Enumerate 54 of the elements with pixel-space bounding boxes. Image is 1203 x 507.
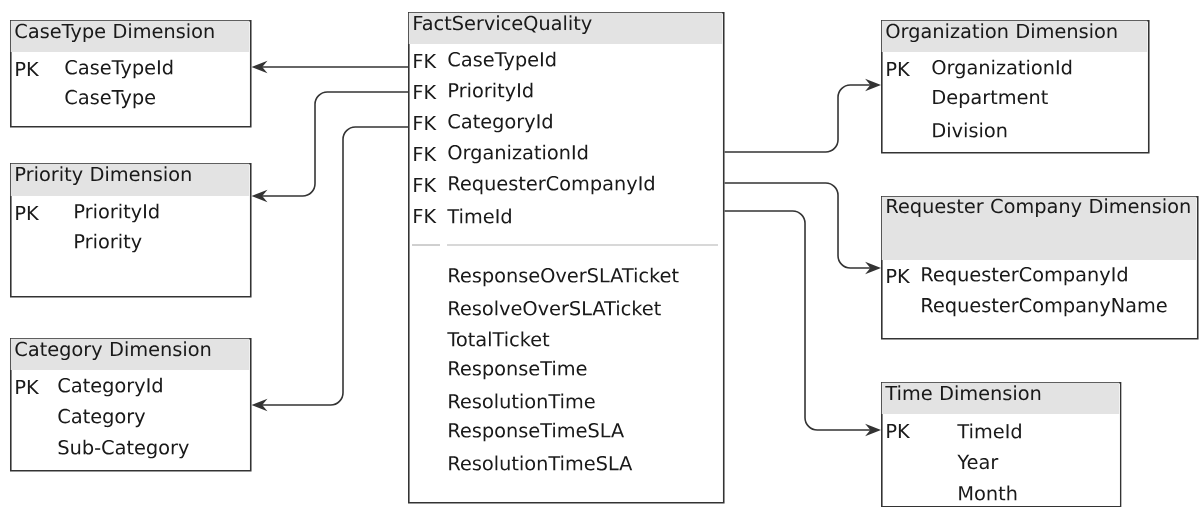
column-name: Division	[933, 122, 1007, 138]
key-label: FK	[414, 84, 437, 100]
column-name: Month	[959, 485, 1017, 501]
key-label: PK	[887, 268, 911, 284]
column-name: TotalTicket	[447, 331, 550, 347]
key-label: PK	[887, 61, 911, 77]
table-box	[10, 20, 252, 128]
column-name: ResponseOverSLATicket	[449, 267, 679, 287]
column-name: RequesterCompanyId	[922, 266, 1127, 286]
column-name: CaseTypeId	[65, 59, 173, 79]
column-name: OrganizationId	[932, 59, 1072, 79]
table-box	[10, 163, 252, 298]
table-header: FactServiceQuality	[408, 12, 723, 44]
column-name: RequesterCompanyName	[922, 297, 1167, 317]
key-label: PK	[16, 379, 40, 395]
column-name: PriorityId	[75, 203, 159, 223]
key-label: PK	[887, 423, 911, 439]
table-box	[881, 196, 1199, 340]
column-name: Category	[58, 408, 146, 428]
column-name: CaseTypeId	[448, 51, 556, 71]
column-name: PriorityId	[449, 82, 533, 102]
column-name: Priority	[75, 233, 142, 253]
key-label: PK	[16, 61, 40, 77]
column-name: ResolutionTimeSLA	[449, 455, 633, 471]
table-box	[881, 382, 1122, 507]
table-header: Organization Dimension	[881, 20, 1148, 52]
column-name: ResponseTime	[449, 360, 587, 380]
table-header: CaseType Dimension	[10, 20, 250, 52]
table-box	[881, 20, 1150, 154]
key-label: FK	[414, 115, 437, 131]
column-name: ResolveOverSLATicket	[449, 300, 661, 316]
column-name: Sub-Category	[58, 439, 189, 459]
key-label: FK	[414, 146, 437, 162]
table-header: Time Dimension	[881, 382, 1120, 414]
table-header: Priority Dimension	[10, 163, 250, 196]
column-name: TimeId	[957, 423, 1021, 439]
column-name: TimeId	[447, 208, 511, 224]
column-name: Year	[957, 454, 999, 470]
column-name: Department	[933, 89, 1048, 109]
column-name: ResolutionTime	[449, 393, 595, 409]
column-name: ResponseTimeSLA	[449, 422, 624, 442]
column-name: OrganizationId	[448, 144, 588, 164]
key-label: PK	[16, 205, 40, 221]
key-label: FK	[414, 177, 437, 193]
column-name: CaseType	[65, 89, 156, 109]
column-name: CategoryId	[448, 113, 552, 133]
key-label: FK	[414, 208, 437, 224]
table-box	[10, 338, 252, 472]
table-header: Requester Company Dimension	[881, 196, 1197, 260]
table-header: Category Dimension	[10, 338, 250, 370]
table-box	[408, 12, 725, 504]
column-name: RequesterCompanyId	[449, 175, 654, 195]
column-name: CategoryId	[58, 377, 162, 397]
key-label: FK	[414, 53, 437, 69]
